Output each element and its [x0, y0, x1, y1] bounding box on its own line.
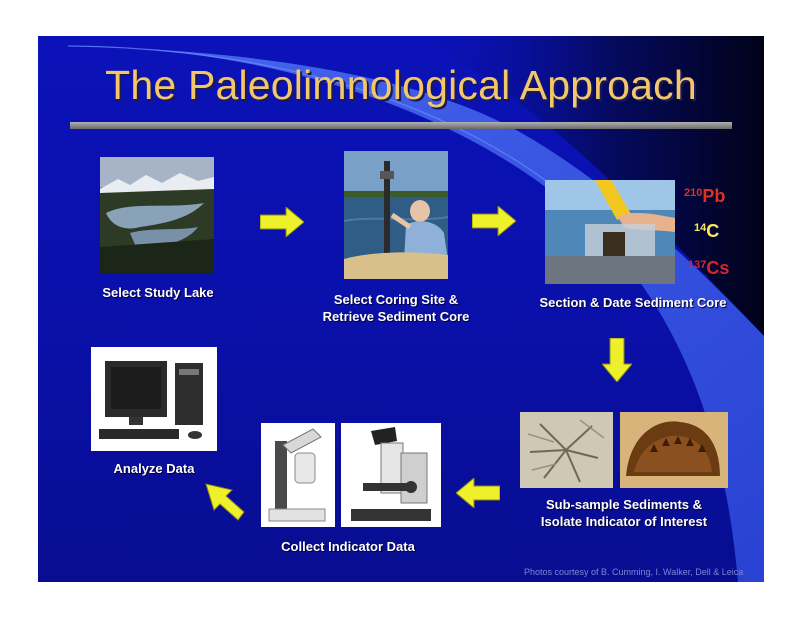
arrow-up-left-icon	[205, 483, 245, 521]
arrow-down-icon	[602, 338, 632, 382]
coring-photo	[344, 151, 448, 279]
photo-credit: Photos courtesy of B. Cumming, I. Walker…	[524, 567, 744, 577]
isotope-cs137: 137Cs	[688, 258, 730, 278]
step-caption-sub-sample: Sub-sample Sediments & Isolate Indicator…	[540, 497, 708, 529]
step-caption-coring-site: Select Coring Site & Retrieve Sediment C…	[322, 292, 470, 324]
slide: The Paleolimnological Approach Select St…	[38, 36, 764, 582]
computer-photo	[91, 347, 217, 451]
step-caption-collect-data: Collect Indicator Data	[281, 539, 415, 554]
lake-photo	[100, 157, 214, 273]
step-caption-select-lake: Select Study Lake	[102, 285, 214, 300]
step-caption-section-date: Section & Date Sediment Core	[539, 295, 727, 310]
stereo-microscope-photo	[261, 423, 335, 527]
chironomid-photo	[620, 412, 728, 488]
arrow-right-icon	[260, 207, 304, 237]
arrow-right-icon	[472, 206, 516, 236]
diatom-photo	[520, 412, 613, 488]
arrow-left-icon	[456, 478, 500, 508]
isotope-c14: 14C	[694, 221, 720, 241]
sectioning-photo	[545, 180, 675, 284]
page-title: The Paleolimnological Approach	[105, 62, 697, 108]
compound-microscope-photo	[341, 423, 441, 527]
title-divider	[70, 122, 732, 129]
isotope-pb210: 210Pb	[684, 186, 726, 206]
step-caption-analyze: Analyze Data	[113, 461, 195, 476]
